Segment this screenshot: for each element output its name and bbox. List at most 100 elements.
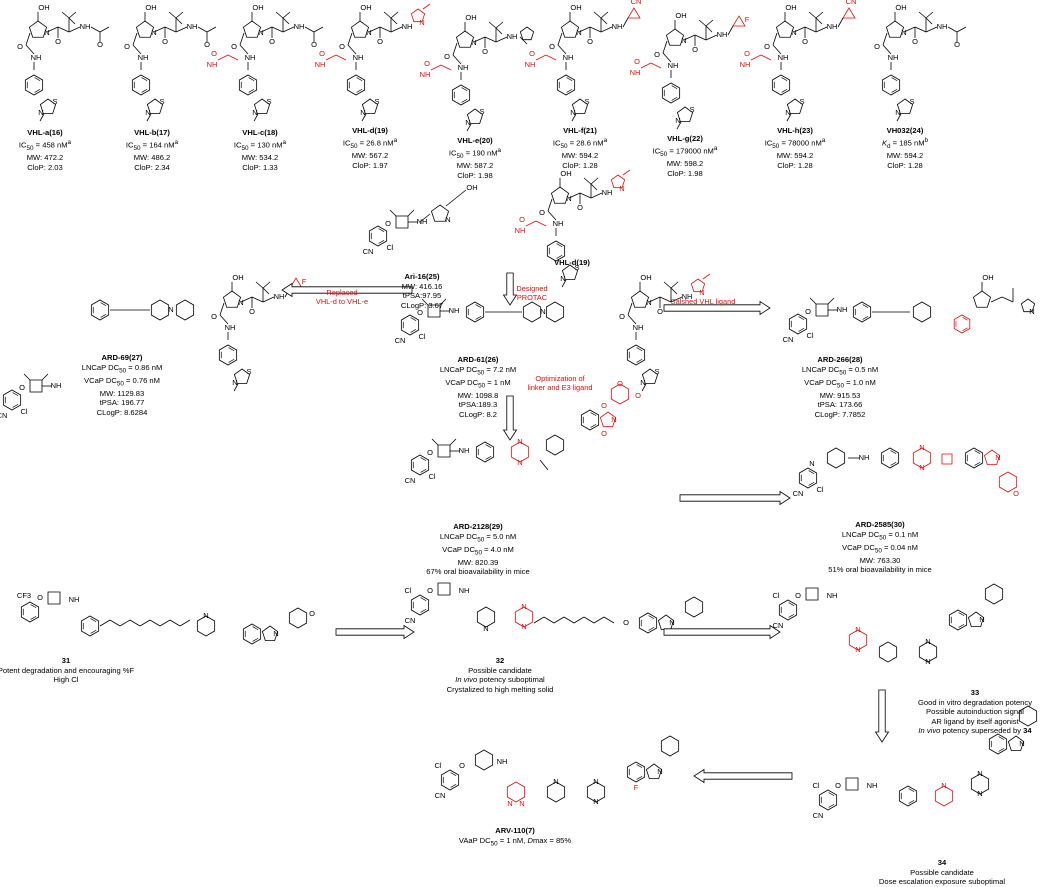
atom-label: NH xyxy=(777,53,789,62)
bond xyxy=(251,296,264,303)
ring xyxy=(506,781,526,803)
compound-property: VCaP DC50 = 0.76 nM xyxy=(84,375,160,388)
bond xyxy=(41,373,49,381)
bond xyxy=(670,287,678,295)
atom-label: OH xyxy=(570,3,582,12)
atom-label: OH xyxy=(785,3,797,12)
atom-label: N xyxy=(560,274,566,283)
bond xyxy=(248,77,255,82)
atom-label: O xyxy=(519,215,525,224)
bond xyxy=(627,302,633,316)
bond xyxy=(440,64,452,71)
atom-label: N xyxy=(419,18,425,27)
atom-label: O xyxy=(385,219,391,228)
atom-label: O xyxy=(427,586,433,595)
compound-property: VCaP DC50 = 4.0 nM xyxy=(442,544,514,557)
ring xyxy=(826,447,846,469)
compound-property: In vivo potency suboptimal xyxy=(455,675,545,685)
bond xyxy=(431,438,439,446)
bond xyxy=(139,619,151,627)
compound-property: CLogP: 7.7852 xyxy=(814,410,866,419)
compound-property: tPSA:97.95 xyxy=(402,291,442,301)
bond xyxy=(100,302,107,307)
bond xyxy=(918,11,927,19)
atom-label: N xyxy=(570,108,576,117)
ring xyxy=(440,769,460,791)
reaction-arrow xyxy=(874,689,890,743)
bond xyxy=(671,96,678,101)
bond xyxy=(622,169,631,176)
ring xyxy=(437,444,451,458)
atom-label: O xyxy=(744,49,750,58)
ring xyxy=(546,240,566,262)
bond xyxy=(206,26,217,33)
ring xyxy=(47,591,61,605)
bond xyxy=(449,438,457,446)
bond xyxy=(39,113,45,122)
atom-label: O xyxy=(97,40,103,49)
compound-property: Crystalized to high melting solid xyxy=(446,684,554,694)
atom-label: O xyxy=(912,37,918,46)
atom-label: NH xyxy=(826,22,838,31)
bond xyxy=(535,220,547,227)
atom-label: S xyxy=(584,97,590,106)
bond xyxy=(159,619,171,627)
ring xyxy=(645,763,663,779)
bond xyxy=(68,11,77,19)
compound-property: IC50 = 28.6 nMa xyxy=(552,136,608,150)
bond xyxy=(571,113,577,122)
atom-label: CN xyxy=(772,621,784,630)
compound-property: CloP: 1.28 xyxy=(777,160,813,170)
bond xyxy=(636,358,643,363)
ring xyxy=(545,434,565,456)
ring xyxy=(984,583,1004,605)
bond xyxy=(169,619,181,627)
compound-property: LNCaP DC50 = 5.0 nM xyxy=(439,531,517,544)
ring xyxy=(510,441,530,463)
ring xyxy=(627,7,641,19)
bond xyxy=(228,347,235,352)
compound-name: 33 xyxy=(970,688,980,697)
bond xyxy=(262,296,275,303)
ring xyxy=(150,299,170,321)
bond xyxy=(439,298,447,306)
atom-label: NH xyxy=(887,53,899,62)
bond xyxy=(175,26,188,33)
atom-label: NH xyxy=(401,22,413,31)
bond xyxy=(804,26,817,33)
atom-label: NH xyxy=(206,60,218,69)
bond xyxy=(557,44,567,55)
atom-label: N xyxy=(681,36,687,45)
ring xyxy=(880,447,900,469)
bond xyxy=(556,254,563,259)
atom-label: S xyxy=(159,97,165,106)
atom-label: CN xyxy=(404,616,416,625)
ring xyxy=(218,344,238,366)
ring xyxy=(964,447,984,469)
atom-label: O xyxy=(549,42,555,51)
atom-label: NH xyxy=(496,757,508,766)
bond xyxy=(390,17,398,25)
atom-label: S xyxy=(909,97,915,106)
bond xyxy=(622,17,629,28)
atom-label: N xyxy=(273,629,279,638)
ring xyxy=(29,379,43,393)
atom-label: N xyxy=(657,767,663,776)
atom-label: S xyxy=(374,97,380,106)
bond xyxy=(419,213,431,223)
ring xyxy=(455,30,475,48)
atom-label: N xyxy=(471,38,477,47)
atom-label: N xyxy=(232,378,238,387)
atom-label: NH xyxy=(562,53,574,62)
atom-label: OH xyxy=(38,3,50,12)
ring xyxy=(896,98,914,114)
atom-label: NH xyxy=(739,60,751,69)
atom-label: N xyxy=(465,118,471,127)
atom-label: O xyxy=(211,49,217,58)
bond xyxy=(175,11,184,19)
bond xyxy=(705,19,714,27)
